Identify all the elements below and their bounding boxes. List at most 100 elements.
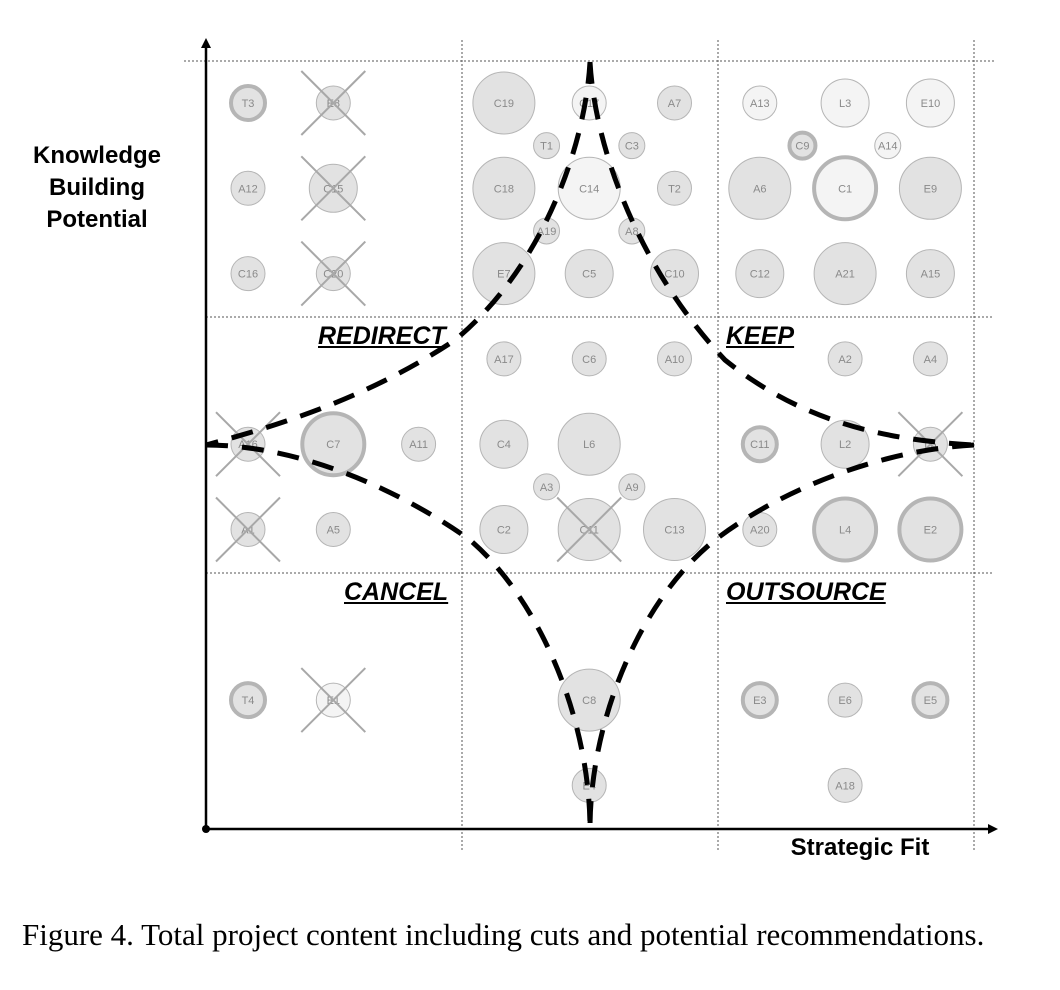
x-axis-arrow xyxy=(988,824,998,834)
project-bubble-c11: C11 xyxy=(740,425,779,464)
project-bubble-circle xyxy=(812,155,879,222)
project-bubble-label: A14 xyxy=(878,141,898,153)
project-bubble-t1: T1 xyxy=(533,132,561,160)
project-bubble-circle xyxy=(315,512,351,547)
project-bubble-circle xyxy=(486,341,522,377)
project-bubble-t2: T2 xyxy=(657,170,692,206)
project-bubble-e7: E7 xyxy=(472,242,536,306)
zone-label-keep: KEEP xyxy=(726,322,795,350)
project-bubble-circle xyxy=(472,156,536,220)
project-bubble-circle xyxy=(479,505,529,554)
project-bubble-c2: C2 xyxy=(479,505,529,554)
project-bubble-a2: A2 xyxy=(827,341,863,377)
project-bubble-l6: L6 xyxy=(557,412,621,476)
cut-cross-line xyxy=(215,496,281,563)
project-bubble-label: C2 xyxy=(497,525,511,537)
project-bubble-circle xyxy=(557,156,621,220)
cut-cross-line xyxy=(556,496,622,563)
portfolio-matrix-figure: T3E8A12C15C16C20C19C17A7T1C3C18C14T2A19A… xyxy=(14,38,998,861)
project-bubble-a20: A20 xyxy=(742,512,778,547)
zone-label-outsource: OUTSOURCE xyxy=(726,578,886,606)
project-bubble-label: A4 xyxy=(924,354,937,366)
project-bubble-e4: E4 xyxy=(571,767,607,803)
project-bubble-circle xyxy=(472,242,536,306)
project-bubble-circle xyxy=(657,341,692,377)
project-bubble-label: C10 xyxy=(664,269,684,281)
recommendation-boundaries xyxy=(205,61,975,830)
project-bubble-c18: C18 xyxy=(472,156,536,220)
project-bubble-c12: C12 xyxy=(735,249,785,299)
project-bubble-label: C9 xyxy=(795,141,809,153)
project-bubble-label: A5 xyxy=(327,525,340,537)
project-bubble-circle xyxy=(905,78,955,128)
project-bubble-circle xyxy=(657,170,692,206)
project-bubble-label: E5 xyxy=(924,695,937,707)
project-bubble-label: C1 xyxy=(838,183,852,195)
project-bubble-circle xyxy=(827,682,863,718)
project-bubble-circle xyxy=(643,498,706,561)
project-bubble-circle xyxy=(740,425,779,464)
project-bubble-label: C18 xyxy=(494,183,514,195)
cut-cross-line xyxy=(300,667,367,733)
project-bubble-label: C4 xyxy=(497,439,511,451)
project-bubble-label: A10 xyxy=(665,354,685,366)
project-bubble-label: E7 xyxy=(497,269,510,281)
project-bubble-circle xyxy=(742,85,778,121)
project-bubble-circle xyxy=(813,242,877,306)
project-bubble-e1: E1 xyxy=(300,667,367,733)
project-bubble-a9: A9 xyxy=(618,473,646,501)
project-bubble-c3: C3 xyxy=(618,132,646,160)
project-bubble-a6: A6 xyxy=(728,156,792,220)
project-bubble-circle xyxy=(533,473,561,501)
project-bubble-e9: E9 xyxy=(898,156,962,220)
project-bubble-label: C6 xyxy=(582,354,596,366)
project-bubble-e8: E8 xyxy=(300,70,367,136)
axes xyxy=(201,38,998,834)
project-bubble-c7: C7 xyxy=(300,411,367,478)
project-bubble-label: C14 xyxy=(579,183,599,195)
project-bubble-label: A18 xyxy=(835,780,855,792)
project-bubble-circle xyxy=(479,419,529,469)
x-axis-label: Strategic Fit xyxy=(790,834,930,861)
project-bubble-label: A15 xyxy=(921,269,941,281)
project-bubble-label: A20 xyxy=(750,525,770,537)
project-bubble-label: L4 xyxy=(839,525,851,537)
project-bubble-circle xyxy=(911,681,950,720)
project-bubble-label: A17 xyxy=(494,354,514,366)
project-bubble-circle xyxy=(230,170,266,206)
project-bubble-c9: C9 xyxy=(787,130,818,161)
project-bubble-circle xyxy=(820,78,870,128)
project-bubble-label: L2 xyxy=(839,439,851,451)
project-bubble-a12: A12 xyxy=(230,170,266,206)
cut-cross-line xyxy=(300,70,367,136)
project-bubble-c6: C6 xyxy=(571,341,607,377)
project-bubble-a17: A17 xyxy=(486,341,522,377)
project-bubble-a10: A10 xyxy=(657,341,692,377)
project-bubble-circle xyxy=(898,156,962,220)
cut-cross-line xyxy=(300,155,367,222)
project-bubble-label: E10 xyxy=(921,98,941,110)
y-axis-label: Knowledge Building Potential xyxy=(14,140,180,236)
project-bubble-label: E9 xyxy=(924,183,937,195)
project-bubble-t3: T3 xyxy=(229,84,267,122)
project-bubble-label: C8 xyxy=(582,695,596,707)
project-bubble-circle xyxy=(533,132,561,160)
project-bubble-label: L6 xyxy=(583,439,595,451)
project-bubble-e3: E3 xyxy=(740,681,779,720)
project-bubble-c16: C16 xyxy=(230,256,266,292)
project-bubble-label: C16 xyxy=(238,269,258,281)
project-bubble-c17: C17 xyxy=(571,85,607,121)
project-bubble-e5: E5 xyxy=(911,681,950,720)
project-bubble-circle xyxy=(571,341,607,377)
project-bubble-a4: A4 xyxy=(912,341,948,377)
cut-cross-line xyxy=(300,240,367,307)
project-bubble-label: A6 xyxy=(753,183,766,195)
project-bubble-label: A12 xyxy=(238,183,258,195)
project-bubble-circle xyxy=(897,496,964,563)
cut-cross-line xyxy=(897,411,964,477)
y-axis-label-line-3: Potential xyxy=(46,206,148,233)
project-bubble-label: T3 xyxy=(242,98,255,110)
project-bubble-label: A8 xyxy=(625,226,638,238)
project-bubble-circle xyxy=(401,426,437,462)
project-bubble-circle xyxy=(229,681,267,720)
